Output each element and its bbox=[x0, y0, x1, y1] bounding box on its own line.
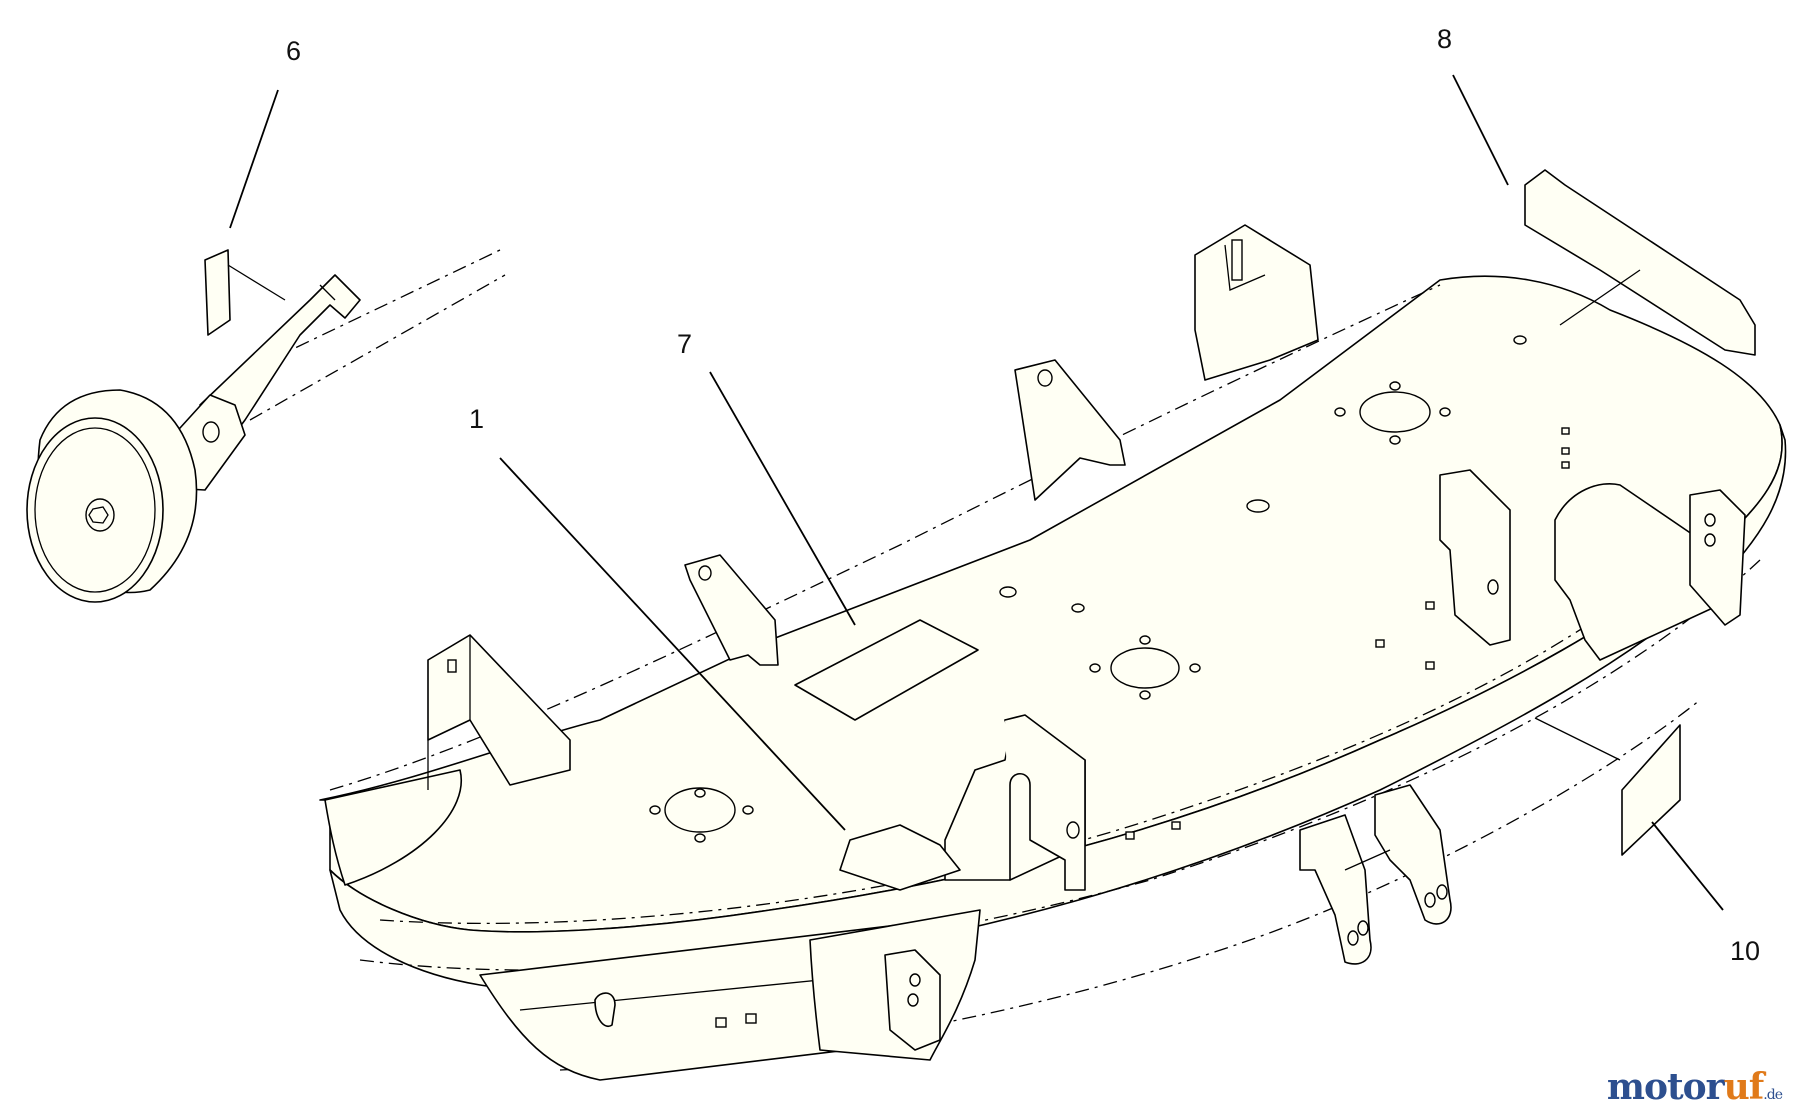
callout-6: 6 bbox=[286, 36, 301, 66]
callout-1: 1 bbox=[469, 404, 484, 434]
leader-line-6 bbox=[229, 89, 279, 229]
leader-line-7 bbox=[709, 371, 856, 626]
watermark-accent: uf bbox=[1723, 1066, 1765, 1108]
callout-7: 7 bbox=[677, 329, 692, 359]
watermark-main: motor bbox=[1606, 1066, 1725, 1108]
decal-item-6 bbox=[204, 249, 286, 336]
gauge-wheel-assembly bbox=[26, 249, 506, 603]
decal-item-7 bbox=[794, 619, 979, 721]
gauge-wheel bbox=[26, 389, 198, 603]
front-twin-brackets bbox=[1299, 784, 1452, 965]
decal-item-10 bbox=[1534, 717, 1681, 856]
leader-line-1 bbox=[499, 457, 846, 831]
leader-line-10 bbox=[1651, 821, 1724, 911]
spindle-mount-center bbox=[1089, 635, 1201, 700]
watermark-tld: .de bbox=[1763, 1087, 1783, 1103]
callout-8: 8 bbox=[1437, 24, 1452, 54]
mower-deck-housing bbox=[319, 224, 1787, 1081]
motoruf-watermark: motoruf.de bbox=[1606, 1066, 1783, 1108]
leader-line-8 bbox=[1452, 74, 1509, 186]
center-front-bracket bbox=[944, 714, 1086, 891]
decal-item-1 bbox=[839, 824, 961, 891]
decal-item-8 bbox=[1524, 169, 1756, 356]
front-hitch-bracket bbox=[809, 909, 981, 1061]
callout-10: 10 bbox=[1730, 936, 1760, 966]
spindle-mount-right bbox=[1334, 381, 1451, 445]
spindle-mount-left bbox=[649, 787, 754, 843]
